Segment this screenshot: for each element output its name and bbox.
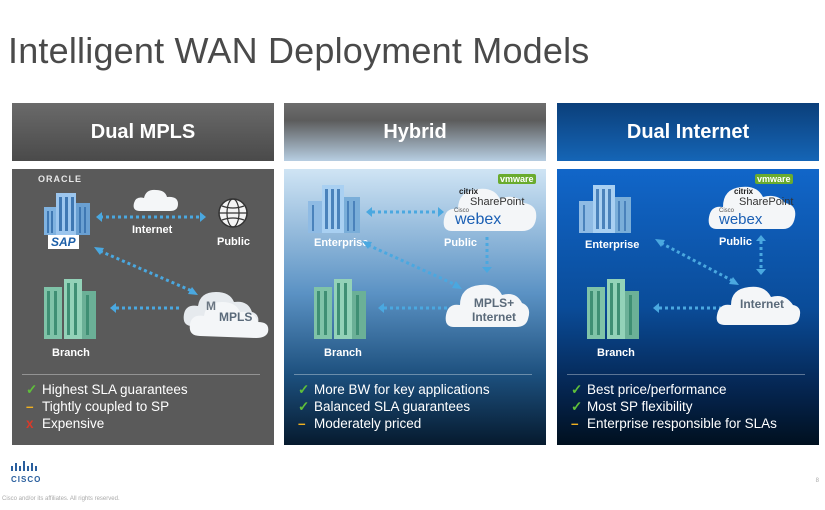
- mpls-internet-cloud-icon: [444, 273, 530, 331]
- dash-icon: –: [298, 416, 306, 431]
- arrow-branch-cloud: [653, 303, 721, 313]
- dash-icon: –: [26, 399, 34, 414]
- arrow-to-public: [366, 207, 444, 217]
- check-icon: ✓: [298, 399, 310, 414]
- citrix-logo: citrix: [734, 187, 754, 196]
- list-item: –Enterprise responsible for SLAs: [571, 416, 777, 431]
- list-item: –Tightly coupled to SP: [26, 399, 170, 414]
- check-icon: ✓: [571, 399, 583, 414]
- branch-building-icon: [312, 277, 368, 339]
- list-item: ✓Best price/performance: [571, 382, 727, 397]
- internet-label: Internet: [132, 224, 173, 236]
- arrow-public-down: [756, 235, 766, 275]
- mpls-label: MPLS: [219, 310, 253, 324]
- mpls-cloud-icon: [182, 282, 272, 338]
- sharepoint-logo: SharePoint: [739, 196, 794, 208]
- check-icon: ✓: [26, 382, 38, 397]
- arrow-to-cloud: [655, 239, 739, 287]
- list-item: ✓Highest SLA guarantees: [26, 382, 188, 397]
- sharepoint-logo: SharePoint: [470, 196, 525, 208]
- public-label: Public: [217, 236, 251, 248]
- feature-list: ✓Best price/performance ✓Most SP flexibi…: [571, 381, 777, 432]
- public-apps-cloud-icon: [442, 175, 538, 235]
- mpls-back-label: M: [206, 299, 216, 313]
- arrow-public-down: [482, 237, 492, 273]
- cisco-wordmark: CISCO: [11, 475, 42, 484]
- divider: [294, 374, 532, 375]
- copyright-footer: Cisco and/or its affiliates. All rights …: [2, 496, 120, 502]
- cisco-logo-icon: [10, 460, 46, 479]
- list-item: –Moderately priced: [298, 416, 422, 431]
- slide-title: Intelligent WAN Deployment Models: [8, 30, 590, 71]
- citrix-logo: citrix: [459, 187, 479, 196]
- public-label: Public: [719, 236, 753, 248]
- panel-body: Enterprise vmware citrix SharePoint Cisc…: [284, 169, 546, 445]
- feature-list: ✓More BW for key applications ✓Balanced …: [298, 381, 490, 432]
- branch-building-icon: [585, 277, 641, 339]
- dash-icon: –: [571, 416, 579, 431]
- enterprise-building-icon: [306, 181, 362, 233]
- sap-logo: SAP: [48, 235, 79, 249]
- webex-logo: webex: [455, 211, 502, 228]
- internet-cloud-label: Internet: [740, 297, 785, 311]
- list-item: ✓More BW for key applications: [298, 382, 490, 397]
- panel-header: Dual MPLS: [12, 103, 274, 161]
- check-icon: ✓: [298, 382, 310, 397]
- arrow-branch-mpls: [110, 303, 182, 313]
- feature-list: ✓Highest SLA guarantees –Tightly coupled…: [26, 381, 188, 432]
- webex-logo: webex: [719, 211, 763, 228]
- branch-building-icon: [42, 277, 98, 339]
- public-label: Public: [444, 237, 478, 249]
- arrow-to-cloud: [362, 241, 462, 291]
- panel-hybrid: Hybrid Enterprise vmware citrix SharePoi…: [284, 103, 546, 445]
- cisco-small-label: Cisco: [719, 208, 735, 214]
- arrow-to-mpls: [94, 247, 198, 297]
- list-item: ✓Most SP flexibility: [571, 399, 693, 414]
- check-icon: ✓: [571, 382, 583, 397]
- arrow-to-public: [96, 212, 206, 222]
- divider: [22, 374, 260, 375]
- page-number: 8: [815, 478, 819, 484]
- mpls-internet-label: MPLS+Internet: [471, 296, 516, 324]
- divider: [567, 374, 805, 375]
- vmware-logo: vmware: [755, 174, 793, 184]
- enterprise-label: Enterprise: [314, 237, 369, 249]
- oracle-logo: ORACLE: [38, 174, 82, 184]
- internet-cloud-icon: [715, 277, 801, 329]
- list-item: ✓Balanced SLA guarantees: [298, 399, 471, 414]
- internet-cloud-icon: [132, 187, 180, 213]
- branch-label: Branch: [324, 347, 362, 359]
- branch-label: Branch: [52, 347, 90, 359]
- enterprise-label: Enterprise: [585, 239, 640, 251]
- panel-header: Dual Internet: [557, 103, 819, 161]
- arrow-branch-cloud: [378, 303, 448, 313]
- x-icon: x: [26, 416, 34, 431]
- cisco-small-label: Cisco: [454, 208, 470, 214]
- vmware-logo: vmware: [498, 174, 536, 184]
- panel-body: Enterprise vmware citrix SharePoint Cisc…: [557, 169, 819, 445]
- public-apps-cloud-icon: [707, 175, 797, 233]
- branch-label: Branch: [597, 347, 635, 359]
- enterprise-building-icon: [577, 181, 633, 233]
- enterprise-building-icon: [42, 189, 94, 235]
- panel-body: ORACLE SAP Internet Publ: [12, 169, 274, 445]
- panel-header: Hybrid: [284, 103, 546, 161]
- panel-dual-mpls: Dual MPLS ORACLE SAP Internet: [12, 103, 274, 445]
- panel-dual-internet: Dual Internet Enterprise vmware citrix S…: [557, 103, 819, 445]
- globe-icon: [217, 197, 249, 229]
